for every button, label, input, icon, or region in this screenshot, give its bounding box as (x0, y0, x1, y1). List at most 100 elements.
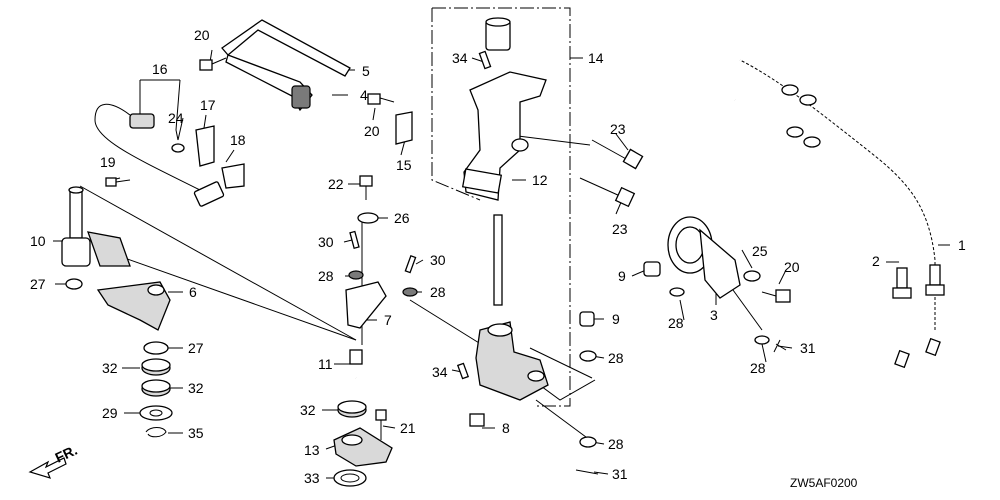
pin-34b (456, 362, 470, 380)
washer-28e (579, 436, 597, 448)
callout-c1: 1 (958, 237, 966, 253)
seal-33 (333, 469, 367, 487)
callout-c5: 5 (362, 63, 370, 79)
bolt-22 (359, 175, 373, 200)
callout-c9a: 9 (618, 268, 626, 284)
callout-c23b: 23 (612, 221, 628, 237)
control-cable-2 (734, 84, 912, 369)
callout-c27b: 27 (188, 340, 204, 356)
callout-c14: 14 (588, 50, 604, 66)
callout-c28d: 28 (608, 350, 624, 366)
callout-c13: 13 (304, 442, 320, 458)
bolt-23b (579, 177, 636, 208)
base-13 (333, 427, 393, 467)
front-direction-icon (28, 457, 67, 479)
callout-c28a: 28 (318, 268, 334, 284)
callout-c28e: 28 (608, 436, 624, 452)
callout-c31b: 31 (612, 466, 628, 482)
bolt-19 (105, 177, 131, 187)
bolt-23a (591, 139, 644, 170)
washer-26 (357, 212, 379, 224)
callout-c33: 33 (304, 470, 320, 486)
callout-c7: 7 (384, 312, 392, 328)
washer-28b (402, 287, 418, 297)
callout-c6: 6 (189, 284, 197, 300)
bracket-plate-4-5 (221, 19, 351, 112)
rod-center (493, 214, 503, 306)
callout-c21: 21 (400, 420, 416, 436)
bolt-21 (375, 409, 387, 440)
housing-12 (461, 71, 547, 201)
clip-35 (145, 427, 167, 438)
pin-30b (404, 254, 417, 274)
nut-32c (337, 400, 367, 418)
washer-28f (754, 335, 770, 345)
washer-29 (139, 405, 173, 421)
clip-31b (575, 469, 599, 475)
callout-c10: 10 (30, 233, 46, 249)
bolt-20b (367, 93, 395, 105)
callout-c12: 12 (532, 172, 548, 188)
callout-c9b: 9 (612, 311, 620, 327)
callout-c23a: 23 (610, 121, 626, 137)
bolt-20a (199, 57, 227, 71)
bolt-9b (579, 311, 595, 327)
nut-32b (141, 379, 171, 397)
callout-c30a: 30 (318, 234, 334, 250)
assembly-14-outline (432, 7, 571, 407)
callout-c17: 17 (200, 97, 216, 113)
bolt-11 (349, 349, 363, 365)
diagram-code: ZW5AF0200 (790, 476, 858, 490)
clip-18 (221, 163, 245, 189)
callout-c20b: 20 (364, 123, 380, 139)
callout-c3: 3 (710, 307, 718, 323)
callout-c20c: 20 (784, 259, 800, 275)
callout-c22: 22 (328, 176, 344, 192)
washer-28d (579, 350, 597, 362)
front-direction-label: FR. (53, 442, 80, 466)
callout-c29: 29 (102, 405, 118, 421)
callout-c25: 25 (752, 243, 768, 259)
bolt-9a (643, 261, 661, 277)
callout-c19: 19 (100, 154, 116, 170)
callout-c24: 24 (168, 110, 184, 126)
switch-assembly-16 (94, 103, 225, 207)
washer-28a (348, 270, 364, 280)
callout-c26: 26 (394, 210, 410, 226)
cap-top (485, 17, 511, 51)
callout-c18: 18 (230, 132, 246, 148)
callout-c16: 16 (152, 61, 168, 77)
washer-25 (743, 270, 761, 282)
callout-c28b: 28 (430, 284, 446, 300)
callout-c32b: 32 (188, 380, 204, 396)
callout-c32c: 32 (300, 402, 316, 418)
pin-30a (349, 230, 360, 250)
pulley-3 (667, 216, 741, 299)
pin-34a (478, 50, 492, 70)
bracket-15 (395, 111, 413, 145)
rod-8 (355, 376, 485, 427)
bracket-17 (195, 125, 215, 167)
washer-28c (669, 287, 685, 297)
callout-c27a: 27 (30, 276, 46, 292)
lever-lower (475, 321, 549, 401)
bolt-20c (761, 289, 791, 303)
sector-gear-6 (96, 281, 171, 331)
callout-c28c: 28 (668, 315, 684, 331)
callout-c35: 35 (188, 425, 204, 441)
nut-32a (141, 358, 171, 376)
callout-c11: 11 (318, 356, 333, 372)
callout-c32a: 32 (102, 360, 118, 376)
callout-c34a: 34 (452, 50, 468, 66)
callout-c8: 8 (502, 420, 510, 436)
washer-24 (171, 143, 185, 153)
callout-c4: 4 (360, 87, 368, 103)
callout-labels: 1234567899101112131415161718192020202122… (30, 27, 966, 486)
callout-c30b: 30 (430, 252, 446, 268)
control-cable-1 (739, 58, 945, 357)
lever-7 (345, 281, 387, 329)
washer-27a (65, 278, 83, 290)
clip-31a (773, 339, 787, 353)
